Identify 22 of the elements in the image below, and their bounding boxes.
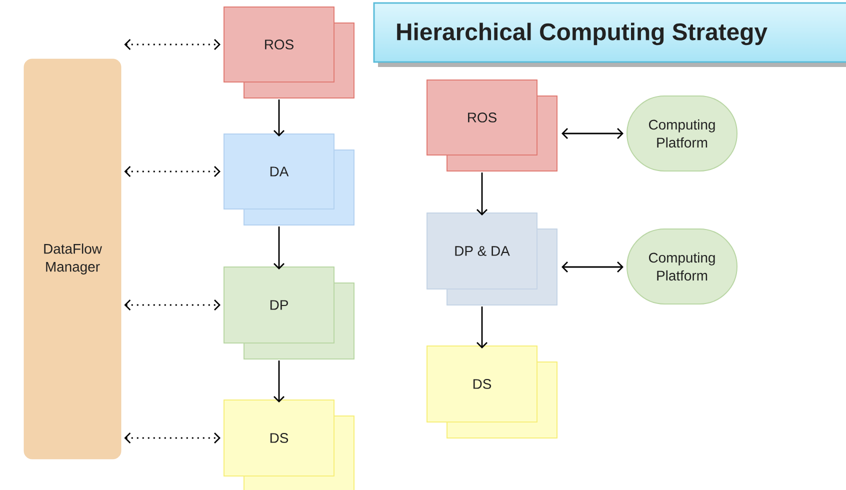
stacked-box: DP & DA (426, 212, 558, 306)
arrow (274, 360, 284, 402)
manager-bar: DataFlow Manager (24, 58, 122, 460)
arrow (562, 128, 624, 139)
stacked-box: DP (224, 266, 354, 360)
arrow (476, 306, 488, 348)
arrow (124, 432, 220, 444)
arrow (124, 300, 220, 310)
stacked-box: DA (224, 134, 354, 226)
stacked-box: ROS (426, 80, 558, 172)
arrow (274, 226, 284, 270)
arrow (274, 100, 284, 136)
stacked-box: DS (224, 400, 354, 490)
platform-pill: Computing Platform (626, 96, 738, 172)
arrow (476, 172, 488, 216)
stacked-box: ROS (224, 6, 354, 98)
arrow (124, 39, 220, 50)
arrow (562, 262, 624, 272)
stacked-box: DS (426, 346, 558, 438)
arrow (124, 166, 220, 177)
title-banner: Hierarchical Computing Strategy (373, 2, 846, 67)
platform-pill: Computing Platform (626, 228, 738, 304)
